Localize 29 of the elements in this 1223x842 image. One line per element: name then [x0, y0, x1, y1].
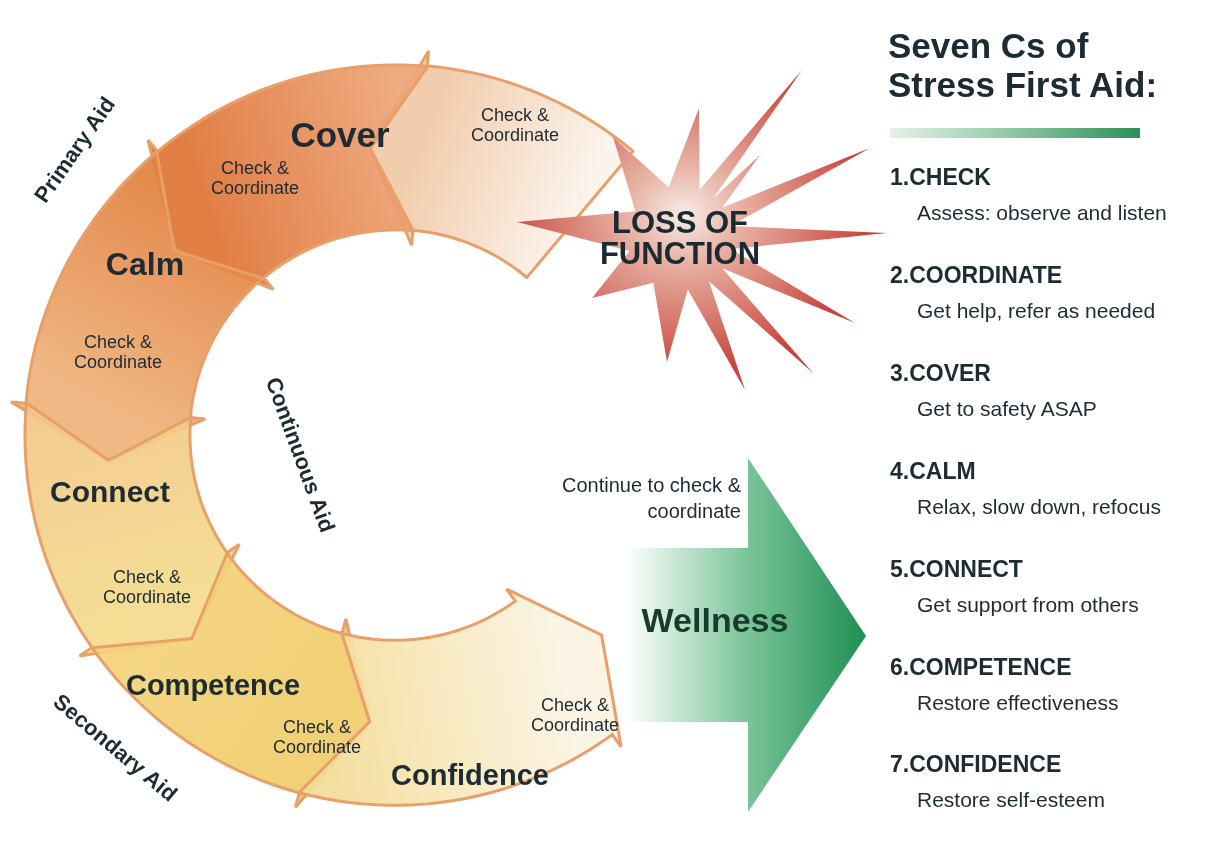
step-note: Check & Coordinate: [72, 331, 163, 373]
step-description: Get to safety ASAP: [917, 396, 1097, 421]
step-description: Restore effectiveness: [917, 690, 1119, 715]
arrow-segment: [25, 402, 240, 656]
arrow-note: Continue to check & coordinate: [561, 473, 741, 524]
step-heading: 1.CHECK: [890, 163, 991, 191]
step-note: Check & Coordinate: [529, 694, 620, 736]
step-heading: 6.COMPETENCE: [890, 653, 1072, 680]
step-heading: 7.CONFIDENCE: [890, 750, 1062, 778]
stage-name: Confidence: [391, 758, 549, 792]
stage-name: Calm: [105, 247, 185, 283]
step-description: Restore self-esteem: [917, 788, 1105, 813]
stage-name: Connect: [50, 475, 170, 509]
step-description: Get support from others: [917, 592, 1139, 617]
stage-name: Cover: [290, 115, 390, 155]
title: Seven Cs of Stress First Aid:: [888, 26, 1159, 105]
step-note: Check & Coordinate: [209, 157, 300, 199]
starburst-label: LOSS OF FUNCTION: [598, 207, 762, 269]
step-heading: 3.COVER: [890, 359, 991, 387]
step-heading: 2.COORDINATE: [890, 261, 1063, 289]
step-note: Check & Coordinate: [271, 716, 362, 758]
step-note: Check & Coordinate: [469, 104, 560, 146]
goal-label: Wellness: [641, 600, 789, 640]
step-note: Check & Coordinate: [101, 566, 192, 608]
step-description: Assess: observe and listen: [917, 201, 1167, 225]
step-heading: 4.CALM: [890, 457, 976, 485]
step-heading: 5.CONNECT: [890, 555, 1023, 583]
step-description: Get help, refer as needed: [917, 298, 1156, 323]
step-description: Relax, slow down, refocus: [917, 494, 1161, 519]
